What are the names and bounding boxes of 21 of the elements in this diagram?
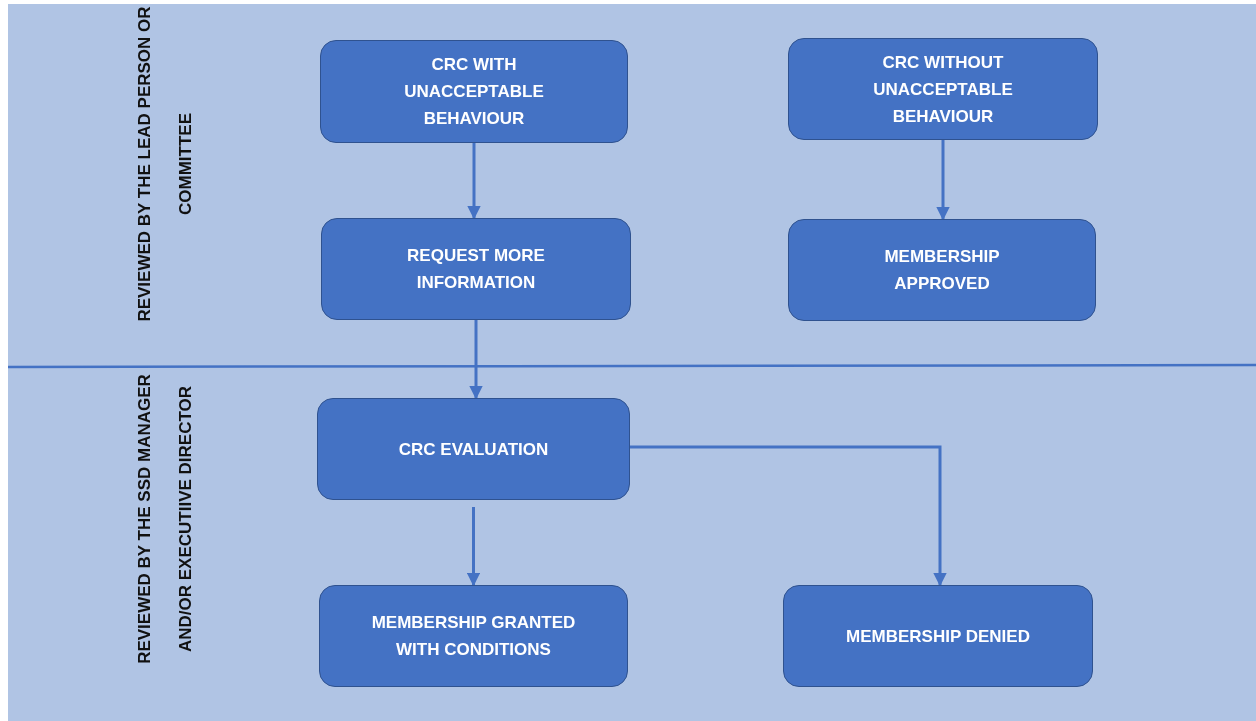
process-box xyxy=(788,219,1096,321)
box-label: MEMBERSHIP APPROVED xyxy=(883,246,1001,295)
box-label: CRC EVALUATION xyxy=(397,438,550,461)
process-box xyxy=(788,38,1098,140)
box-label: MEMBERSHIP DENIED xyxy=(845,625,1031,648)
arrow xyxy=(936,140,950,221)
process-box xyxy=(319,585,628,687)
lane-label: REVIEWED BY THE LEAD PERSON OR COMMITTEE xyxy=(134,5,196,324)
process-box xyxy=(317,398,630,500)
arrow xyxy=(630,445,947,587)
arrow xyxy=(467,143,481,220)
arrow xyxy=(469,320,483,400)
process-box xyxy=(783,585,1093,687)
box-label: MEMBERSHIP GRANTED WITH CONDITIONS xyxy=(370,612,577,661)
process-box xyxy=(321,218,631,320)
lane-label: REVIEWED BY THE SSD MANAGER AND/OR EXECUTIIVE DIRECTOR xyxy=(134,373,196,666)
process-box xyxy=(320,40,628,143)
box-label: REQUEST MORE INFORMATION xyxy=(406,245,546,294)
box-label: CRC WITHOUT UNACCEPTABLE BEHAVIOUR xyxy=(872,51,1014,128)
box-label: CRC WITH UNACCEPTABLE BEHAVIOUR xyxy=(403,54,545,130)
arrow xyxy=(466,507,481,587)
